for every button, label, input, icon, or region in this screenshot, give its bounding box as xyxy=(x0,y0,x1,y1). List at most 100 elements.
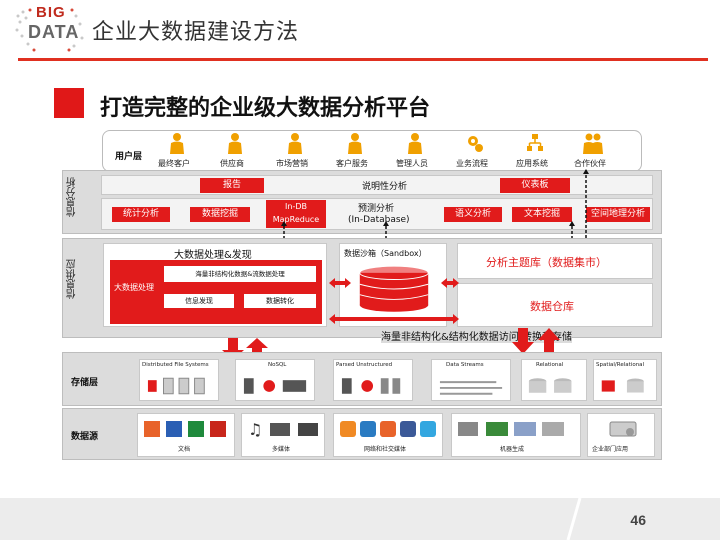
source-multimedia: ♫ 多媒体 xyxy=(241,413,325,457)
store-parsed: Parsed Unstructured xyxy=(333,359,413,401)
store-streams: Data Streams xyxy=(431,359,511,401)
geo-analysis-button[interactable]: 空间地理分析 xyxy=(586,207,650,222)
proc-left-box: 信息发现 xyxy=(164,294,234,308)
info-supply-panel: 信息供应 大数据处理&发现 大数据处理 海量非结构化数据&流数据处理 信息发现 … xyxy=(62,238,662,343)
indb-line2: MapReduce xyxy=(272,215,320,224)
stat-analysis-button[interactable]: 统计分析 xyxy=(112,207,170,222)
bigdata-proc-label: 大数据处理 xyxy=(114,283,154,292)
logo-dots-icon xyxy=(15,8,84,52)
org-chart-icon xyxy=(527,134,543,151)
store-dfs: Distributed File Systems xyxy=(139,359,219,401)
machine-data-icon xyxy=(458,422,564,436)
spatial-db-icon xyxy=(601,378,644,393)
bigdata-title: 大数据处理&发现 xyxy=(174,250,252,261)
user-label: 业务流程 xyxy=(456,159,488,168)
user-end-customer: 最终客户 xyxy=(158,132,190,169)
source-name: 多媒体 xyxy=(272,446,291,453)
info-analysis-panel: 信息分析 报告 说明性分析 仪表板 统计分析 数据挖掘 In-DB MapRed… xyxy=(62,170,662,234)
source-name: 网络和社交媒体 xyxy=(364,446,407,453)
text-mining-button[interactable]: 文本挖掘 xyxy=(512,207,572,222)
descriptive-label: 说明性分析 xyxy=(362,182,408,192)
store-name: NoSQL xyxy=(268,362,287,368)
svg-text:♫: ♫ xyxy=(248,420,262,438)
source-name: 文档 xyxy=(178,446,191,453)
source-name: 机器生成 xyxy=(500,446,525,453)
user-label: 管理人员 xyxy=(396,159,428,168)
user-list: 最终客户 供应商 市场营销 客户服务 管理人员 业务流程 应用系统 合作伙伴 xyxy=(158,132,638,172)
storage-layer-label: 存储层 xyxy=(71,378,99,388)
office-docs-icon xyxy=(144,421,226,437)
store-name: Distributed File Systems xyxy=(142,362,209,368)
user-label: 应用系统 xyxy=(516,159,548,168)
source-web-social: 网络和社交媒体 xyxy=(333,413,443,457)
enterprise-app-icon xyxy=(609,421,637,437)
dashboard-button[interactable]: 仪表板 xyxy=(500,178,570,193)
predictive-label-line1: 预测分析 xyxy=(358,204,395,214)
footer-decoration xyxy=(566,498,582,540)
user-partners: 合作伙伴 xyxy=(574,132,606,169)
user-label: 客户服务 xyxy=(336,159,368,168)
predictive-label-line2: (In-Database) xyxy=(348,215,410,225)
user-layer-label: 用户层 xyxy=(115,152,143,162)
source-enterprise: 企业部门应用 xyxy=(587,413,655,457)
store-name: Data Streams xyxy=(446,362,484,368)
user-marketing: 市场营销 xyxy=(276,132,308,169)
title-marker xyxy=(54,88,84,118)
store-spatial: Spatial/Relational xyxy=(593,359,657,401)
architecture-diagram: 用户层 最终客户 供应商 市场营销 客户服务 管理人员 业务流程 应用 xyxy=(62,128,662,460)
parsed-icon xyxy=(341,378,401,394)
proc-right-box: 数据转化 xyxy=(244,294,316,308)
store-nosql: NoSQL xyxy=(235,359,315,401)
gears-icon xyxy=(468,136,483,152)
person-icon xyxy=(288,133,302,154)
store-relational: Relational xyxy=(521,359,587,401)
logo-data-text: DATA xyxy=(28,22,80,42)
subject-lib: 分析主题库（数据集市） xyxy=(457,243,653,279)
database-icon xyxy=(359,265,429,312)
file-system-icon xyxy=(147,377,205,395)
person-icon xyxy=(408,133,422,154)
warehouse-label: 数据仓库 xyxy=(530,300,574,313)
data-mining-button[interactable]: 数据挖掘 xyxy=(190,207,250,222)
indb-mapreduce-button[interactable]: In-DB MapReduce xyxy=(266,200,326,228)
sandbox-block: 数据沙箱（Sandbox） xyxy=(339,243,447,327)
subject-lib-label: 分析主题库（数据集市） xyxy=(486,256,607,269)
store-name: Spatial/Relational xyxy=(596,362,645,368)
data-source-layer: 数据源 文档 ♫ 多媒体 网络和社交媒体 xyxy=(62,408,662,460)
user-business-process: 业务流程 xyxy=(456,132,488,169)
user-label: 合作伙伴 xyxy=(574,159,606,168)
storage-layer: 存储层 Distributed File Systems NoSQL Parse… xyxy=(62,352,662,406)
header-divider xyxy=(18,58,708,61)
logo-big-text: BIG xyxy=(36,4,66,21)
descriptive-row: 报告 说明性分析 仪表板 xyxy=(101,175,653,195)
group-icon xyxy=(583,133,603,154)
bigdata-red-box: 大数据处理 海量非结构化数据&流数据处理 信息发现 数据转化 xyxy=(110,260,322,324)
person-icon xyxy=(170,133,184,154)
data-source-label: 数据源 xyxy=(71,432,99,442)
predictive-row: 统计分析 数据挖掘 In-DB MapReduce 预测分析 (In-Datab… xyxy=(101,198,653,230)
slide-title: 打造完整的企业级大数据分析平台 xyxy=(100,96,431,121)
user-label: 市场营销 xyxy=(276,159,308,168)
relational-db-icon xyxy=(528,378,572,393)
source-machine: 机器生成 xyxy=(451,413,581,457)
social-media-icon xyxy=(340,421,436,437)
source-name: 企业部门应用 xyxy=(592,446,629,453)
supply-arrows xyxy=(329,278,459,324)
user-supplier: 供应商 xyxy=(220,132,244,169)
person-icon xyxy=(228,133,242,154)
semantic-analysis-button[interactable]: 语义分析 xyxy=(444,207,502,222)
user-label: 供应商 xyxy=(220,159,244,168)
info-supply-label: 信息供应 xyxy=(67,259,78,299)
user-management: 管理人员 xyxy=(396,132,428,169)
footer-bar xyxy=(0,498,720,540)
header-title: 企业大数据建设方法 xyxy=(92,20,300,45)
store-name: Parsed Unstructured xyxy=(336,362,393,368)
source-documents: 文档 xyxy=(137,413,235,457)
media-icon: ♫ xyxy=(248,420,318,438)
bigdata-block: 大数据处理&发现 大数据处理 海量非结构化数据&流数据处理 信息发现 数据转化 xyxy=(103,243,327,327)
indb-line1: In-DB xyxy=(285,202,307,211)
report-button[interactable]: 报告 xyxy=(200,178,264,193)
dashed-connectors xyxy=(281,169,589,242)
warehouse: 数据仓库 xyxy=(457,283,653,327)
user-applications: 应用系统 xyxy=(516,132,548,169)
